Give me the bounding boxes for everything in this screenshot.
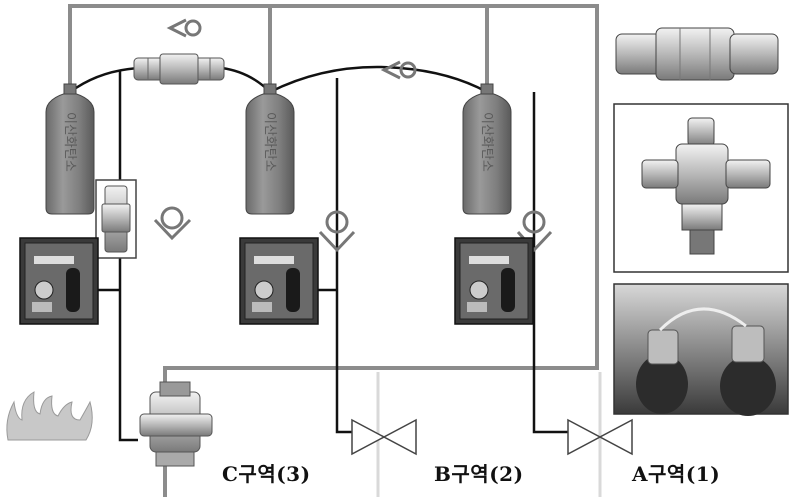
fire-icon (7, 392, 92, 440)
photo-cylinder-valves (614, 284, 788, 416)
control-panel-icon (20, 238, 98, 324)
cylinder-label: 이산화탄소 (62, 112, 77, 172)
zone-valve-icon (352, 420, 416, 454)
control-panel-icon (455, 238, 533, 324)
co2-cylinder: 이산화탄소 (463, 84, 511, 214)
co2-cylinder: 이산화탄소 (46, 84, 94, 214)
photo-check-valve (612, 14, 784, 92)
photo-valve-actuator (614, 104, 788, 272)
zone-label-b: B구역(2) (434, 458, 524, 487)
check-valve-fitting-side (96, 180, 136, 258)
zone-label-a: A구역(1) (632, 458, 720, 487)
check-valve-icon (155, 208, 190, 238)
selector-valve-icon (140, 382, 212, 466)
cylinder-label: 이산화탄소 (479, 112, 494, 172)
zone-label-c: C구역(3) (222, 458, 311, 487)
check-valve-icon (170, 20, 200, 36)
co2-cylinder: 이산화탄소 (246, 84, 294, 214)
check-valve-fitting-top (134, 54, 224, 84)
cylinder-label: 이산화탄소 (262, 112, 277, 172)
control-panel-icon (240, 238, 318, 324)
